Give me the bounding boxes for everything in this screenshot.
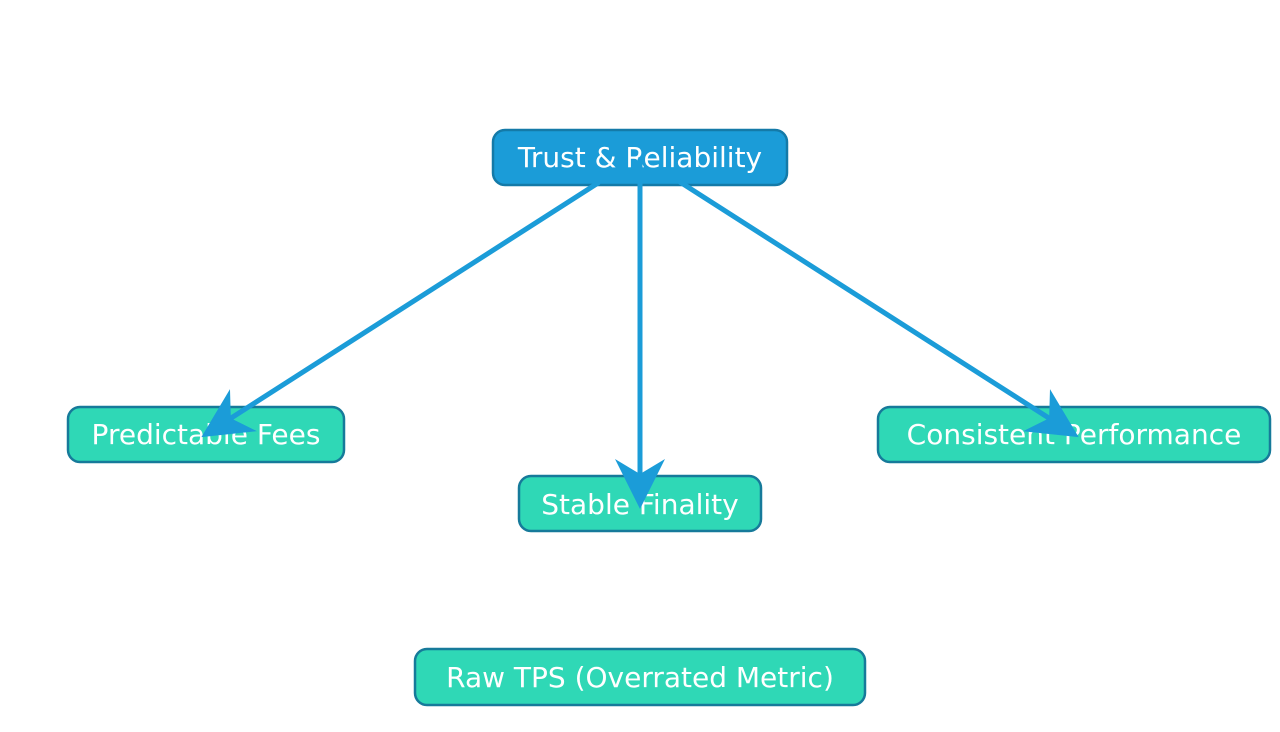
node-predictable-fees: Predictable Fees <box>66 405 346 464</box>
edge-root-to-fees <box>201 180 601 438</box>
edge-root-to-performance <box>677 179 1079 438</box>
node-label-predictable-fees: Predictable Fees <box>92 418 321 451</box>
node-label-consistent-performance: Consistent Performance <box>907 418 1242 451</box>
node-consistent-performance: Consistent Performance <box>876 405 1272 464</box>
node-label-raw-tps: Raw TPS (Overrated Metric) <box>446 661 834 694</box>
edge-layer <box>201 157 1079 509</box>
node-raw-tps: Raw TPS (Overrated Metric) <box>413 647 867 707</box>
